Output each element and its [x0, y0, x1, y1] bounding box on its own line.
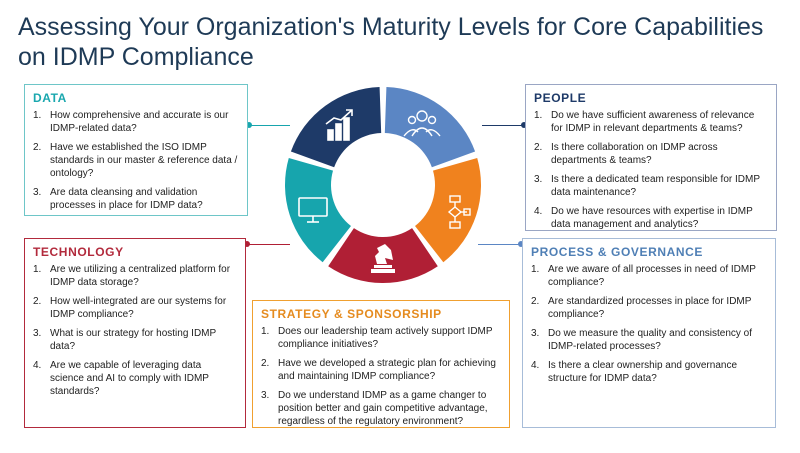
people-box: PEOPLE 1. Do we have sufficient awareness… — [525, 84, 777, 231]
list-item: 2. Is there collaboration on IDMP across … — [534, 141, 768, 167]
process-connector-dot — [518, 241, 524, 247]
process-segment — [384, 87, 476, 168]
flowchart-icon — [447, 195, 471, 229]
item-text: Have we established the ISO IDMP standar… — [50, 142, 238, 179]
technology-box: TECHNOLOGY 1. Are we utilizing a centrali… — [24, 238, 246, 428]
item-number: 2. — [534, 142, 543, 153]
item-text: Is there a clear ownership and governanc… — [548, 360, 738, 384]
item-number: 1. — [33, 264, 42, 275]
data-segment — [284, 157, 351, 263]
monitor-icon — [298, 197, 328, 223]
item-number: 2. — [531, 296, 540, 307]
technology-connector-dot — [244, 241, 250, 247]
process-connector — [478, 244, 522, 245]
item-text: Are standardized processes in place for … — [548, 296, 752, 320]
item-number: 3. — [33, 187, 42, 198]
item-number: 3. — [534, 174, 543, 185]
item-text: Is there a dedicated team responsible fo… — [551, 174, 760, 198]
people-connector-dot — [521, 122, 527, 128]
item-number: 2. — [33, 296, 42, 307]
list-item: 3. Do we understand IDMP as a game change… — [261, 389, 501, 428]
item-text: Is there collaboration on IDMP across de… — [551, 142, 718, 166]
list-item: 2. Are standardized processes in place fo… — [531, 295, 767, 321]
list-item: 1. How comprehensive and accurate is our … — [33, 109, 239, 135]
item-number: 1. — [531, 264, 540, 275]
list-item: 3. Is there a dedicated team responsible … — [534, 173, 768, 199]
item-number: 2. — [261, 358, 270, 369]
strategy-sponsorship-box: STRATEGY & SPONSORSHIP 1. Does our leader… — [252, 300, 510, 428]
item-number: 4. — [33, 360, 42, 371]
list-item: 1. Are we utilizing a centralized platfor… — [33, 263, 237, 289]
list-item: 1. Do we have sufficient awareness of rel… — [534, 109, 768, 135]
item-text: Are we utilizing a centralized platform … — [50, 264, 231, 288]
page-title: Assessing Your Organization's Maturity L… — [18, 12, 788, 72]
item-text: How well-integrated are our systems for … — [50, 296, 227, 320]
item-text: Do we have resources with expertise in I… — [551, 206, 753, 230]
item-number: 4. — [531, 360, 540, 371]
item-text: Do we measure the quality and consistenc… — [548, 328, 752, 352]
data-heading: DATA — [33, 91, 67, 105]
process-question-list: 1. Are we aware of all processes in need … — [523, 261, 775, 385]
process-governance-box: PROCESS & GOVERNANCE 1. Are we aware of a… — [522, 238, 776, 428]
technology-question-list: 1. Are we utilizing a centralized platfor… — [25, 261, 245, 398]
list-item: 3. Do we measure the quality and consiste… — [531, 327, 767, 353]
strategy-question-list: 1. Does our leadership team actively supp… — [253, 323, 509, 428]
technology-heading: TECHNOLOGY — [33, 245, 124, 259]
item-text: Are we aware of all processes in need of… — [548, 264, 756, 288]
item-number: 3. — [261, 390, 270, 401]
list-item: 1. Does our leadership team actively supp… — [261, 325, 501, 351]
people-question-list: 1. Do we have sufficient awareness of rel… — [526, 107, 776, 231]
team-icon — [403, 110, 441, 137]
process-heading: PROCESS & GOVERNANCE — [531, 245, 704, 259]
item-number: 3. — [531, 328, 540, 339]
item-text: How comprehensive and accurate is our ID… — [50, 110, 229, 134]
item-text: Have we developed a strategic plan for a… — [278, 358, 496, 382]
item-number: 2. — [33, 142, 42, 153]
item-text: Do we have sufficient awareness of relev… — [551, 110, 755, 134]
list-item: 1. Are we aware of all processes in need … — [531, 263, 767, 289]
chess-knight-icon — [371, 244, 395, 273]
title-line-2: on IDMP Compliance — [18, 43, 254, 71]
growth-chart-icon — [325, 109, 353, 141]
data-box: DATA 1. How comprehensive and accurate is… — [24, 84, 248, 216]
item-text: What is our strategy for hosting IDMP da… — [50, 328, 216, 352]
list-item: 4. Are we capable of leveraging data scie… — [33, 359, 237, 398]
data-connector-dot — [246, 122, 252, 128]
item-text: Does our leadership team actively suppor… — [278, 326, 493, 350]
people-connector — [482, 125, 525, 126]
item-text: Do we understand IDMP as a game changer … — [278, 390, 488, 427]
list-item: 4. Is there a clear ownership and governa… — [531, 359, 767, 385]
item-number: 3. — [33, 328, 42, 339]
item-number: 1. — [534, 110, 543, 121]
list-item: 3. What is our strategy for hosting IDMP … — [33, 327, 237, 353]
list-item: 2. How well-integrated are our systems fo… — [33, 295, 237, 321]
data-connector — [248, 125, 290, 126]
list-item: 3. Are data cleansing and validation proc… — [33, 186, 239, 212]
item-number: 4. — [534, 206, 543, 217]
item-number: 1. — [33, 110, 42, 121]
title-line-1: Assessing Your Organization's Maturity L… — [18, 13, 764, 41]
technology-connector — [246, 244, 290, 245]
strategy-heading: STRATEGY & SPONSORSHIP — [261, 307, 442, 321]
people-heading: PEOPLE — [534, 91, 587, 105]
list-item: 4. Do we have resources with expertise in… — [534, 205, 768, 231]
strategy-segment — [415, 157, 481, 263]
item-text: Are data cleansing and validation proces… — [50, 187, 203, 211]
data-question-list: 1. How comprehensive and accurate is our … — [25, 107, 247, 212]
list-item: 2. Have we developed a strategic plan for… — [261, 357, 501, 383]
list-item: 2. Have we established the ISO IDMP stand… — [33, 141, 239, 180]
item-text: Are we capable of leveraging data scienc… — [50, 360, 209, 397]
item-number: 1. — [261, 326, 270, 337]
